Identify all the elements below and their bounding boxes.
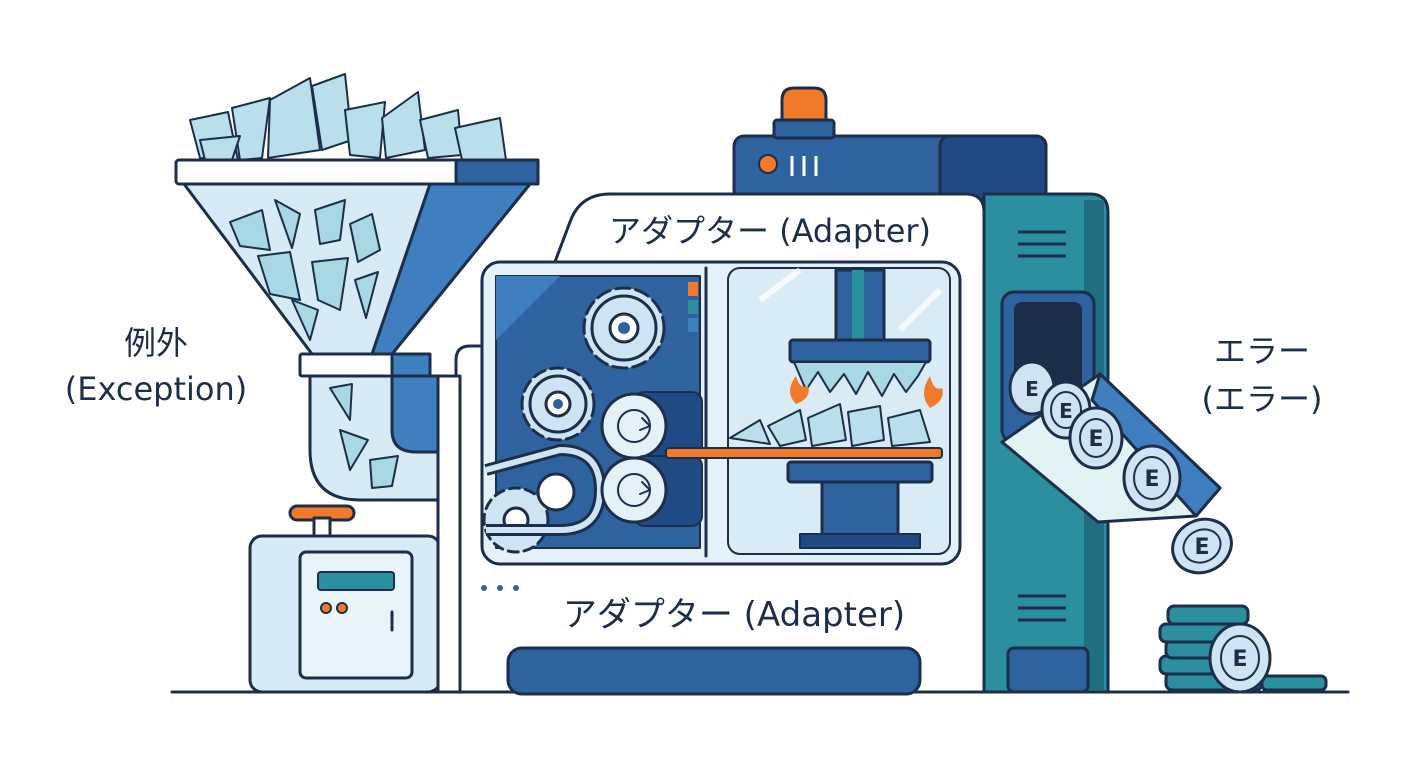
input-label-line2: (Exception) [65, 370, 247, 408]
output-label-line1: エラー [1214, 332, 1310, 370]
svg-text:E: E [1025, 377, 1039, 401]
svg-text:E: E [1088, 427, 1103, 452]
ice-shards-pile [189, 73, 507, 161]
crusher-press [665, 268, 943, 549]
machine-base [506, 646, 922, 696]
adapter-machine: アダプター (Adapter) アダプター (Adapter) [436, 86, 1048, 696]
error-coin-icon: E [1171, 517, 1233, 575]
gear-icon [582, 286, 666, 370]
svg-text:E: E [1059, 399, 1073, 423]
roller-icon [600, 455, 703, 527]
gear-icon [520, 366, 596, 442]
adapter-label-bottom: アダプター (Adapter) [563, 595, 905, 635]
roller-icon [600, 391, 703, 463]
input-control-box [248, 504, 442, 694]
output-label-line2: (エラー) [1202, 380, 1323, 418]
svg-text:E: E [1194, 535, 1209, 560]
warning-light-icon [772, 86, 836, 140]
error-coin-icon: E [1068, 406, 1124, 470]
coin-stack: E [1158, 604, 1328, 694]
flame-icon [790, 376, 943, 408]
input-hopper [174, 73, 540, 502]
adapter-label-top: アダプター (Adapter) [609, 212, 931, 250]
error-coin-icon: E [1122, 444, 1182, 512]
status-led [758, 154, 778, 174]
input-label-line1: 例外 [124, 324, 188, 362]
svg-text:E: E [1144, 467, 1159, 492]
svg-text:E: E [1232, 647, 1247, 672]
dots-indicator [481, 585, 519, 591]
error-coin-icon: E [1208, 622, 1272, 694]
